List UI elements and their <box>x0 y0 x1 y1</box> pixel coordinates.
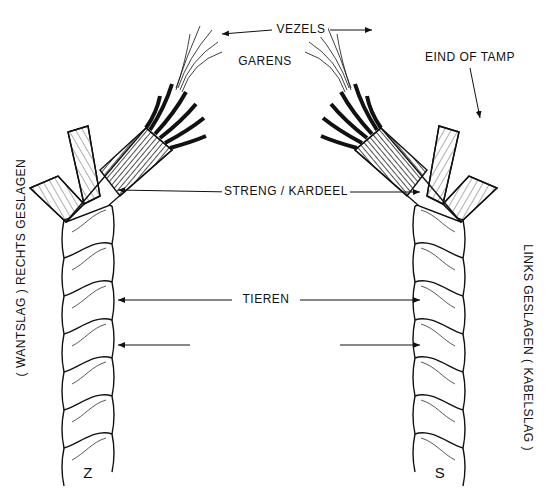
lay-letter: Z <box>81 465 95 482</box>
turns-label: TIEREN <box>240 293 291 306</box>
right-lay-label: ( WANTSLAG ) RECHTS GESLAGEN <box>15 157 28 379</box>
lay-letter: S <box>433 465 448 482</box>
rope-end-label: EIND OF TAMP <box>423 51 517 64</box>
left-lay-label: LINKS GESLAGEN ( KABELSLAG ) <box>520 243 533 454</box>
strand-label: STRENG / KARDEEL <box>222 185 350 198</box>
yarns-label: GARENS <box>236 55 294 68</box>
fibres-label: VEZELS <box>274 23 327 36</box>
